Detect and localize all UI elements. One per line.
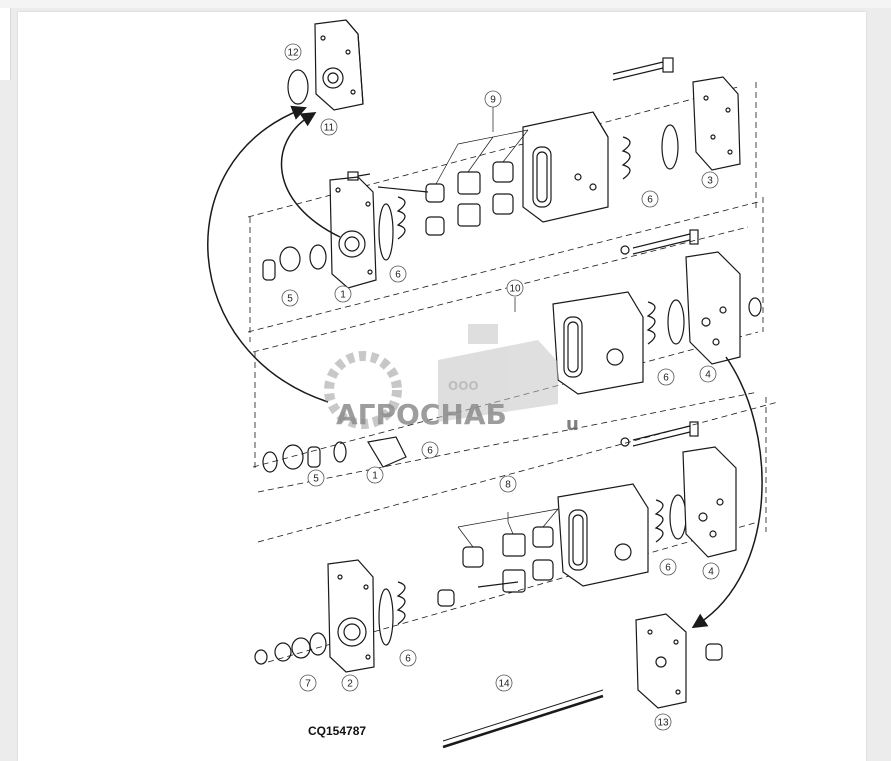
- callout-circle: [366, 466, 384, 484]
- callout-label-9: 9: [490, 95, 496, 106]
- callout-label-13: 13: [657, 718, 669, 729]
- callout-label-6: 6: [405, 654, 411, 665]
- gasket-middle: [667, 299, 685, 345]
- callout-circle: [399, 649, 417, 667]
- callout-circle: [499, 475, 517, 493]
- callout-label-3: 3: [707, 176, 713, 187]
- callout-circle: [389, 265, 407, 283]
- end-nut: [705, 643, 723, 661]
- callout-label-2: 2: [347, 679, 353, 690]
- callout-circle: [484, 90, 502, 108]
- front-parts-middle: [262, 436, 407, 473]
- watermark-small-text: ООО: [448, 379, 479, 393]
- pump-housing-lower: [557, 483, 649, 587]
- flow-arrow-right: [691, 356, 763, 629]
- callout-circle: [334, 285, 352, 303]
- callout-label-6: 6: [663, 373, 669, 384]
- callout-circle: [506, 279, 524, 297]
- callout-circle: [659, 558, 677, 576]
- callout-circle: [307, 469, 325, 487]
- washer-upper: [279, 246, 301, 272]
- gasket-lower-front: [378, 588, 394, 646]
- part-9-gears-upper: [377, 161, 514, 236]
- seal-loop-middle: [646, 301, 656, 345]
- seal-loop-upper-rear: [621, 136, 631, 180]
- flow-arrow-left-inner: [280, 112, 341, 238]
- callout-circle: [641, 190, 659, 208]
- callout-label-8: 8: [505, 480, 511, 491]
- part-12-o-ring: [287, 69, 309, 105]
- callout-circle: [654, 713, 672, 731]
- diagram-sheet: ООО АГРОСНАБ u 12 11 9 3 6 1 5 6 10 4 6 1 5 6 8 4 6 7 2 6 14…: [18, 12, 866, 761]
- callout-label-5: 5: [313, 474, 319, 485]
- small-bolt-upper: [347, 171, 371, 181]
- part-5-seal-upper: [262, 259, 276, 281]
- callout-label-5: 5: [287, 294, 293, 305]
- callout-label-14: 14: [498, 679, 510, 690]
- end-seal-middle: [748, 297, 762, 317]
- callout-label-7: 7: [305, 679, 311, 690]
- callout-circle: [341, 674, 359, 692]
- pump-housing-middle: [552, 291, 644, 395]
- part-2-front-plate-lower: [327, 559, 375, 673]
- callout-leaders: [435, 107, 559, 548]
- callout-circle: [320, 118, 338, 136]
- callout-label-1: 1: [340, 290, 346, 301]
- callout-label-6: 6: [395, 270, 401, 281]
- callout-circle: [299, 674, 317, 692]
- callout-label-6: 6: [427, 446, 433, 457]
- part-7-seal-set: [254, 632, 327, 665]
- callout-circle: [284, 43, 302, 61]
- gasket-lower: [669, 494, 687, 540]
- part-1-front-plate-upper: [329, 176, 377, 289]
- watermark-logo: ООО: [324, 324, 558, 429]
- part-14-stud-rod: [442, 689, 604, 749]
- diagram-code: CQ154787: [308, 724, 366, 738]
- bolt-middle: [620, 229, 699, 255]
- bolt-lower: [620, 421, 699, 447]
- seal-loop-upper-front: [396, 196, 406, 240]
- callout-circle: [495, 674, 513, 692]
- callout-label-12: 12: [287, 48, 299, 59]
- callout-label-4: 4: [708, 567, 714, 578]
- part-3-rear-cover: [692, 76, 741, 171]
- exploded-parts-diagram: ООО АГРОСНАБ u 12 11 9 3 6 1 5 6 10 4 6 1 5 6 8 4 6 7 2 6 14…: [207, 19, 779, 749]
- seal-loop-lower-front: [396, 581, 406, 625]
- callout-circle: [702, 562, 720, 580]
- callout-circle: [421, 441, 439, 459]
- callout-label-4: 4: [705, 370, 711, 381]
- callout-label-1: 1: [372, 471, 378, 482]
- part-4-rear-plate-lower: [682, 446, 737, 558]
- seal-ring-upper: [309, 244, 327, 270]
- pump-housing-upper: [522, 111, 609, 223]
- bolt-top: [612, 57, 674, 81]
- flow-arrow-left-outer: [207, 105, 329, 403]
- callout-circle: [281, 289, 299, 307]
- callout-label-11: 11: [324, 123, 335, 134]
- callout-label-10: 10: [509, 284, 521, 295]
- callout-circle: [701, 171, 719, 189]
- watermark-brand-text: АГРОСНАБ: [336, 398, 507, 431]
- callout-circle: [657, 368, 675, 386]
- part-11-top-cover: [314, 19, 364, 111]
- callout-group: 12 11 9 3 6 1 5 6 10 4 6 1 5 6 8 4 6 7 2 6 14 13: [281, 43, 720, 731]
- callout-circle: [699, 365, 717, 383]
- watermark-suffix-text: u: [566, 414, 579, 435]
- callout-label-6: 6: [647, 195, 653, 206]
- seal-loop-lower: [654, 499, 664, 543]
- gasket-upper-rear: [661, 124, 679, 170]
- window-top-bar: [0, 0, 891, 8]
- gasket-upper-front: [378, 203, 394, 261]
- callout-label-6: 6: [665, 563, 671, 574]
- part-8-gears-lower: [437, 526, 554, 607]
- left-side-panel: [0, 8, 11, 80]
- part-13-end-cover: [635, 613, 687, 709]
- part-4-rear-plate-middle: [685, 251, 741, 365]
